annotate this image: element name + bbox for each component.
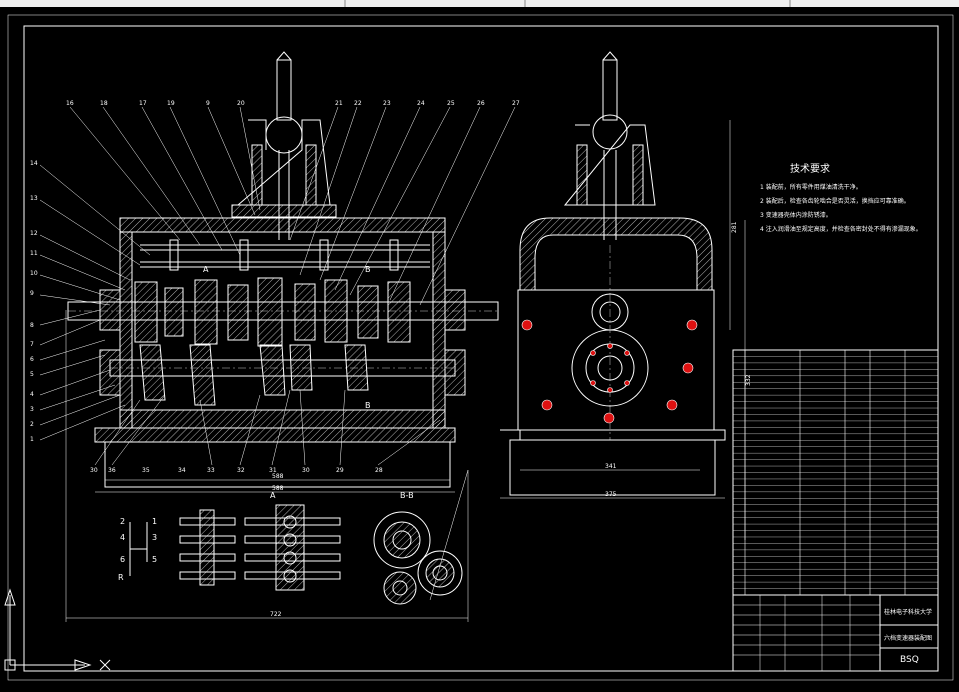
- callout-left-6: 9: [30, 290, 34, 297]
- gear-label-3: 3: [152, 533, 157, 542]
- view-bb-label: B-B: [400, 491, 414, 500]
- side-view: 281 332 341 375: [500, 51, 752, 540]
- callout-bottom-3: 35: [142, 467, 150, 474]
- callout-top-9: 23: [383, 100, 391, 107]
- gear-label-5: 5: [152, 555, 157, 564]
- callout-left-4: 11: [30, 250, 38, 257]
- callout-bottom-9: 29: [336, 467, 344, 474]
- dim-width-side-inner: 341: [605, 463, 617, 470]
- callout-top-1: 16: [66, 100, 74, 107]
- detail-view-a: A: [179, 491, 341, 591]
- tech-req-item-2: 2 装配后，检查各齿轮啮合是否灵活，换挡应可靠准确。: [760, 197, 910, 205]
- section-mark-b-top: B: [365, 265, 371, 274]
- cad-tabs[interactable]: [0, 0, 959, 7]
- callout-top-13: 27: [512, 100, 520, 107]
- callout-left-13: 2: [30, 421, 34, 428]
- callout-left-3: 12: [30, 230, 38, 237]
- dim-width-total: 722: [270, 611, 282, 618]
- section-mark-b-bottom: B: [365, 401, 371, 410]
- drawing-frame: [7, 14, 954, 681]
- callout-left-5: 10: [30, 270, 38, 277]
- tech-req-title: 技术要求: [790, 162, 830, 175]
- callout-top-4: 19: [167, 100, 175, 107]
- callout-bottom-5: 33: [207, 467, 215, 474]
- callout-left-12: 3: [30, 406, 34, 413]
- drawing-number: BSQ: [900, 655, 919, 665]
- callout-top-2: 18: [100, 100, 108, 107]
- dim-width-side: 375: [605, 491, 617, 498]
- callout-left-9: 6: [30, 356, 34, 363]
- section-mark-a: A: [203, 265, 209, 274]
- tech-req-item-1: 1 装配前，所有零件用煤油清洗干净。: [760, 183, 862, 191]
- callout-top-6: 20: [237, 100, 245, 107]
- callout-top-7: 21: [335, 100, 343, 107]
- leader-lines-top: [69, 106, 516, 306]
- dim-width-main: 588: [272, 485, 284, 492]
- callout-left-7: 8: [30, 322, 34, 329]
- gear-label-6: 6: [120, 555, 125, 564]
- callout-left-8: 7: [30, 341, 34, 348]
- section-view-bb: B-B: [373, 491, 463, 605]
- callout-numbers-left: 14 13 12 11 10 9 8 7 6 5 4 3 2 1: [30, 160, 38, 443]
- gear-label-1: 1: [152, 517, 157, 526]
- technical-requirements: 技术要求 1 装配前，所有零件用煤油清洗干净。 2 装配后，检查各齿轮啮合是否灵…: [760, 162, 922, 233]
- view-a-label: A: [270, 491, 276, 500]
- gear-label-2: 2: [120, 517, 125, 526]
- tech-req-item-4: 4 注入润滑油至规定高度，并检查各密封处不得有渗漏现象。: [760, 225, 922, 233]
- tech-req-item-3: 3 变速器壳体内涂防锈漆。: [760, 211, 832, 219]
- callout-numbers-top: 16 18 17 19 9 20 21 22 23 24 25 26 27: [66, 100, 520, 107]
- callout-top-8: 22: [354, 100, 362, 107]
- callout-top-5: 9: [206, 100, 210, 107]
- leader-lines-left: [39, 164, 151, 441]
- dim-height-right: 332: [745, 374, 752, 386]
- main-section-view: A B B: [30, 51, 520, 622]
- ucs-icon: [4, 588, 111, 671]
- callout-bottom-7: 31: [269, 467, 277, 474]
- callout-bottom-8: 30: [302, 467, 310, 474]
- callout-bottom-4: 34: [178, 467, 186, 474]
- callout-top-11: 25: [447, 100, 455, 107]
- parts-list-table: [732, 349, 939, 596]
- callout-left-14: 1: [30, 436, 34, 443]
- callout-bottom-10: 28: [375, 467, 383, 474]
- callout-left-2: 13: [30, 195, 38, 202]
- callout-bottom-1: 30: [90, 467, 98, 474]
- dim-height-right-upper: 281: [731, 221, 738, 233]
- callout-top-3: 17: [139, 100, 147, 107]
- callout-left-11: 4: [30, 391, 34, 398]
- gear-label-4: 4: [120, 533, 125, 542]
- callout-left-1: 14: [30, 160, 38, 167]
- callout-numbers-bottom: 30 36 35 34 33 32 31 30 29 28: [90, 467, 383, 474]
- callout-left-10: 5: [30, 371, 34, 378]
- shift-pattern-diagram: 2 1 4 3 6 5 R: [118, 517, 157, 582]
- gear-label-r: R: [118, 573, 124, 582]
- dim-width-main-inner: 588: [272, 473, 284, 480]
- callout-top-12: 26: [477, 100, 485, 107]
- callout-bottom-6: 32: [237, 467, 245, 474]
- callout-top-10: 24: [417, 100, 425, 107]
- title-block: 桂林电子科技大学 六档变速器装配图 BSQ: [732, 594, 939, 672]
- drawing-name: 六档变速器装配图: [884, 634, 932, 642]
- school-name: 桂林电子科技大学: [884, 608, 932, 616]
- callout-bottom-2: 36: [108, 467, 116, 474]
